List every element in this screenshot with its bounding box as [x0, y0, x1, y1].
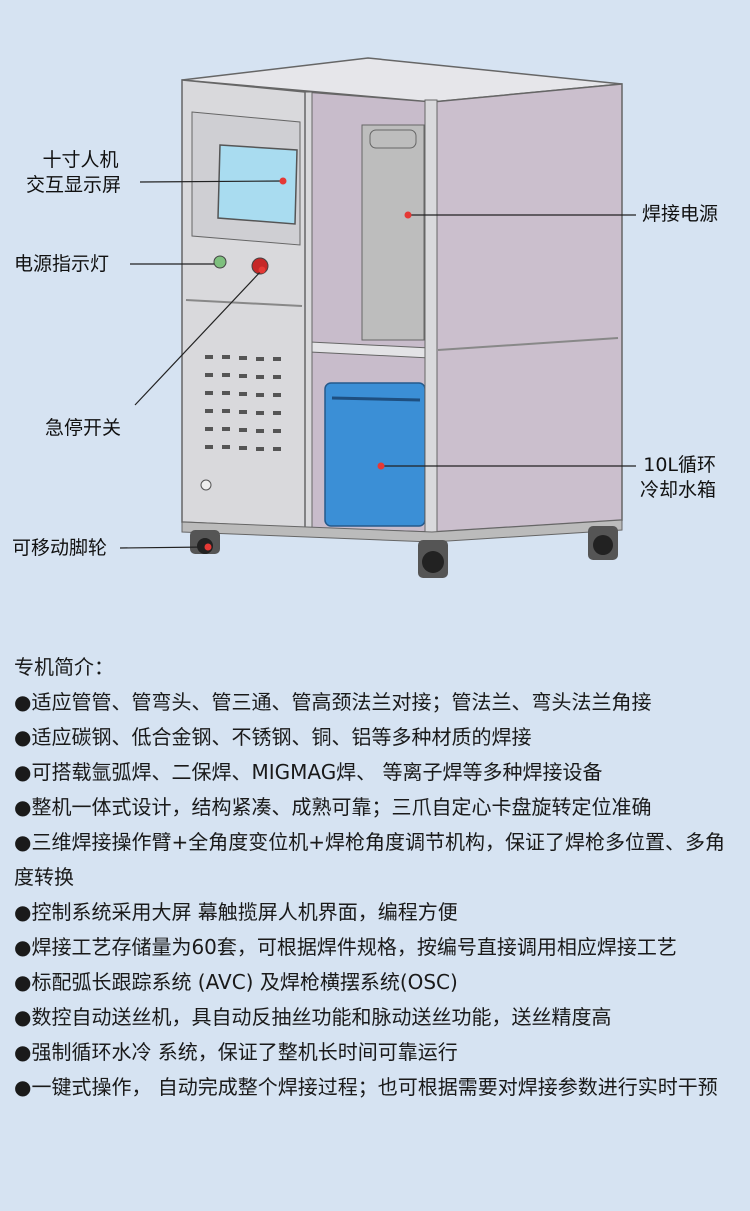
callout-estop: 急停开关 [45, 417, 122, 439]
water-tank [324, 382, 426, 527]
intro-item: ●数控自动送丝机，具自动反抽丝功能和脉动送丝功能，送丝精度高 [14, 1005, 612, 1029]
power-indicator-light [213, 255, 227, 269]
intro-item: ●三维焊接操作臂+全角度变位机+焊枪角度调节机构，保证了焊枪多位置、多角度转换 [14, 830, 725, 889]
callout-power-source: 焊接电源 [642, 203, 719, 225]
machine-introduction: 专机简介： ●适应管管、管弯头、管三通、管高颈法兰对接；管法兰、弯头法兰角接 ●… [14, 650, 736, 1105]
intro-item: ●强制循环水冷 系统，保证了整机长时间可靠运行 [14, 1040, 458, 1064]
callout-screen-line1: 十寸人机 [42, 149, 119, 171]
caster-wheel [418, 540, 448, 578]
intro-item: ●整机一体式设计，结构紧凑、成熟可靠；三爪自定心卡盘旋转定位准确 [14, 795, 652, 819]
intro-title: 专机简介： [14, 655, 114, 679]
callout-screen: 十寸人机 交互显示屏 [26, 148, 121, 198]
callout-caster: 可移动脚轮 [12, 537, 108, 559]
intro-item: ●适应管管、管弯头、管三通、管高颈法兰对接；管法兰、弯头法兰角接 [14, 690, 652, 714]
machine-illustration [119, 57, 636, 578]
callout-water-tank: 10L循环 冷却水箱 [640, 453, 716, 503]
intro-item: ●焊接工艺存储量为60套，可根据焊件规格，按编号直接调用相应焊接工艺 [14, 935, 677, 959]
front-pillar [424, 99, 438, 533]
caster-wheel [190, 530, 220, 554]
vent-slots [205, 355, 281, 451]
welding-power-source [361, 124, 425, 341]
callout-water-tank-line2: 冷却水箱 [640, 479, 717, 501]
intro-item: ●标配弧长跟踪系统 (AVC) 及焊枪横摆系统(OSC) [14, 970, 458, 994]
intro-item: ●适应碳钢、低合金钢、不锈钢、铜、铝等多种材质的焊接 [14, 725, 532, 749]
intro-item: ●可搭载氩弧焊、二保焊、MIGMAG焊、 等离子焊等多种焊接设备 [14, 760, 603, 784]
touch-screen [217, 144, 298, 225]
intro-item: ●控制系统采用大屏 幕触揽屏人机界面，编程方便 [14, 900, 458, 924]
intro-item: ●一键式操作， 自动完成整个焊接过程；也可根据需要对焊接参数进行实时干预 [14, 1075, 718, 1099]
leader-lines [119, 180, 636, 549]
callout-screen-line2: 交互显示屏 [26, 174, 122, 196]
callout-water-tank-line1: 10L循环 [643, 454, 717, 476]
callout-power-light: 电源指示灯 [14, 253, 110, 275]
cabinet-side-panel [431, 83, 623, 533]
cabinet-base [181, 519, 623, 543]
caster-wheel [588, 526, 618, 560]
leader-dots [204, 177, 412, 551]
